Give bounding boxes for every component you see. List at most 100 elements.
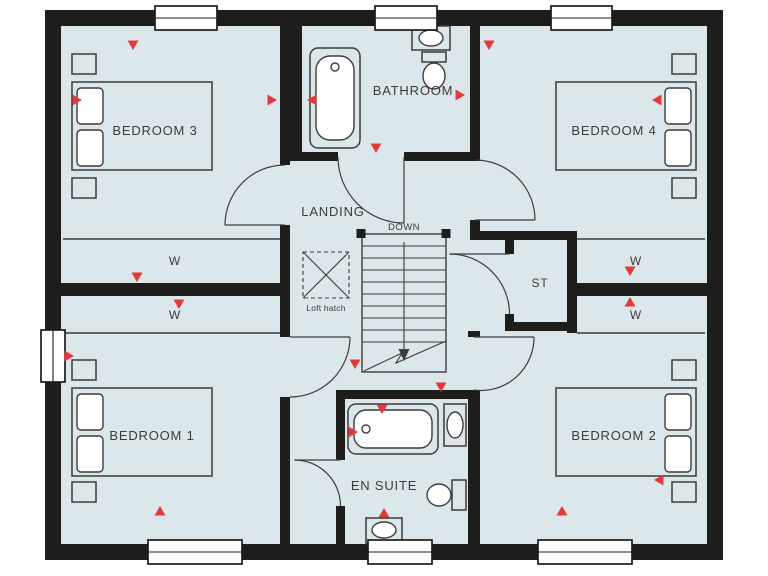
toilet-cistern [421, 51, 447, 63]
bedroom2-label: BEDROOM 2 [571, 428, 656, 443]
red-arrow-marker [64, 350, 74, 362]
red-arrow-marker [154, 506, 166, 516]
red-arrow-marker [348, 426, 358, 438]
red-arrow-marker [556, 506, 568, 516]
red-arrow-marker [654, 474, 664, 486]
bedroom1-label: BEDROOM 1 [109, 428, 194, 443]
toilet-cistern [451, 479, 467, 511]
red-arrow-marker [267, 94, 277, 106]
room-labels: BEDROOM 3 BATHROOM BEDROOM 4 LANDING ST … [109, 83, 656, 493]
bath-tap [330, 62, 340, 72]
wall-segment [280, 296, 290, 337]
window [147, 539, 243, 565]
wall-segment [505, 322, 577, 331]
bedside-table [671, 359, 697, 381]
bedroom2-door [473, 336, 535, 392]
red-arrow-marker [370, 143, 382, 153]
store-label: ST [532, 276, 549, 290]
ensuite-label: EN SUITE [351, 478, 417, 493]
red-arrow-marker [624, 266, 636, 276]
bedside-table [71, 359, 97, 381]
loft-hatch [302, 251, 350, 299]
bathroom-fixtures [309, 25, 451, 149]
wall-segment [61, 283, 290, 296]
toilet-bowl [422, 62, 446, 90]
wall-segment [470, 231, 577, 240]
pillow [76, 87, 104, 125]
pillow [664, 129, 692, 167]
red-arrow-marker [435, 382, 447, 392]
wall-segment [470, 220, 480, 240]
red-arrow-marker [652, 94, 662, 106]
stair-outline [361, 233, 447, 373]
ensuite-door [294, 459, 342, 507]
window [154, 5, 218, 31]
bedroom3-door [224, 164, 286, 226]
wall-segment [567, 296, 577, 333]
bathtub-basin [353, 409, 433, 449]
store-door [449, 253, 511, 315]
pillow [664, 393, 692, 431]
bedside-table [671, 177, 697, 199]
red-arrow-marker [483, 40, 495, 50]
door-arc [473, 336, 535, 392]
red-arrow-marker [72, 94, 82, 106]
wall-segment [336, 506, 345, 544]
bathroom-door [337, 156, 405, 224]
red-arrow-marker [349, 359, 361, 369]
newel-post [441, 229, 451, 238]
sink-basin [418, 29, 444, 47]
pillow [664, 435, 692, 473]
bathroom-label: BATHROOM [373, 83, 454, 98]
red-arrow-marker [307, 94, 317, 106]
wall-segment [567, 240, 577, 283]
pillow [76, 393, 104, 431]
landing-label: LANDING [301, 204, 364, 219]
toilet-bowl [426, 483, 452, 507]
stairs-down-label: DOWN [388, 222, 420, 233]
red-arrow-marker [376, 404, 388, 414]
door-arc [224, 164, 286, 226]
basin [446, 411, 464, 439]
red-arrow-marker [378, 508, 390, 518]
window [374, 5, 438, 31]
wall-segment [468, 390, 480, 544]
red-arrow-markers [64, 40, 664, 518]
wardrobe-label: W [169, 308, 181, 322]
loft-hatch-label: Loft hatch [306, 303, 345, 313]
wardrobes [63, 238, 705, 334]
door-arc [337, 156, 405, 224]
door-arc [474, 159, 536, 221]
wall-segment [288, 26, 302, 161]
red-arrow-marker [127, 40, 139, 50]
wall-segment [336, 390, 468, 399]
wall-segment [404, 152, 480, 161]
wall-segment [280, 397, 290, 544]
wall-segment [468, 331, 480, 337]
doors [224, 156, 536, 507]
door-arc [289, 336, 351, 398]
wardrobe-label: W [630, 254, 642, 268]
wardrobe-label: W [169, 254, 181, 268]
bedroom1-furniture [71, 359, 213, 503]
red-arrow-marker [624, 297, 636, 307]
window [367, 539, 433, 565]
ensuite-fixtures [347, 403, 467, 545]
door-arc [449, 253, 511, 315]
bedroom4-label: BEDROOM 4 [571, 123, 656, 138]
bedroom4-furniture [555, 53, 697, 199]
red-arrow-marker [455, 89, 465, 101]
wall-segment [567, 283, 707, 296]
bedroom3-furniture [71, 53, 213, 199]
newel-post [356, 229, 366, 238]
windows [40, 5, 633, 565]
window [550, 5, 613, 31]
window [40, 329, 66, 383]
window [537, 539, 633, 565]
stair-break-line [363, 340, 447, 372]
bedroom4-door [474, 159, 536, 221]
bedside-table [671, 53, 697, 75]
red-arrow-marker [131, 272, 143, 282]
loft-hatch-cross [302, 251, 350, 299]
